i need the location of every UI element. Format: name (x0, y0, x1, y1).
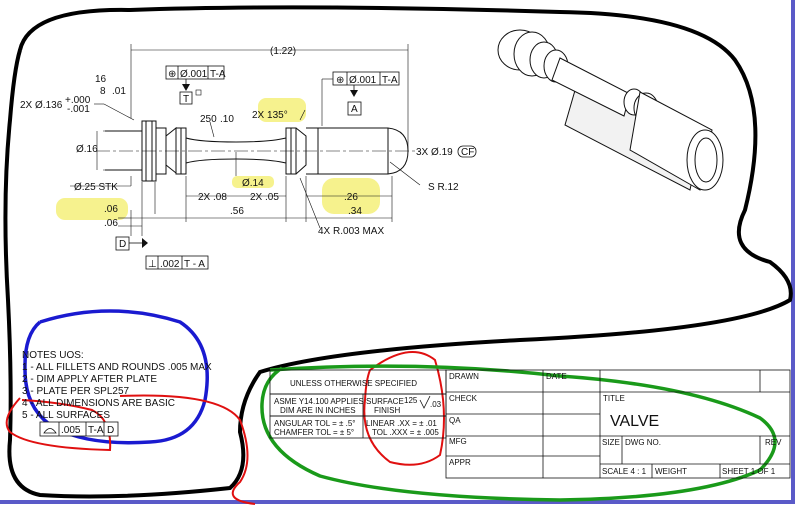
tb-mfg: MFG (449, 437, 467, 446)
fcf-tr-tol: Ø.001 (349, 75, 377, 86)
tb-qa: QA (449, 416, 461, 425)
cf-badge: CF (461, 147, 474, 158)
tb-asme: ASME Y14.100 APPLIES (274, 397, 364, 406)
radius-note: 4X R.003 MAX (318, 226, 384, 237)
red-markup-notes (5, 394, 256, 505)
profile-datum2: D (107, 425, 114, 436)
tb-angular: ANGULAR TOL = ± .5° (274, 419, 355, 428)
tb-finish: FINISH (374, 406, 400, 415)
len-08: 2X .08 (198, 192, 227, 203)
fcf-top-left: ⊕ Ø.001 T-A T (165, 65, 226, 105)
datum-d: D (119, 239, 126, 250)
note-2: 2 - DIM APPLY AFTER PLATE (22, 374, 157, 385)
black-markup-outline (3, 5, 793, 499)
tb-surface: SURFACE (366, 397, 404, 406)
fcf-tr-symbol: ⊕ (336, 75, 344, 86)
tb-check: CHECK (449, 394, 478, 403)
tb-date: DATE (546, 372, 567, 381)
len-05: 2X .05 (250, 192, 279, 203)
tol-plus: +.000 (65, 95, 91, 106)
tb-weight: WEIGHT (655, 467, 687, 476)
tol-minus: -.001 (67, 104, 90, 115)
sr-12: S R.12 (428, 182, 459, 193)
tb-tol-xxx: TOL .XXX = ± .005 (372, 428, 439, 437)
datum-d-frame: D (115, 236, 148, 251)
dia-136: 2X Ø.136 (20, 100, 63, 111)
fcf-tl-tol: Ø.001 (180, 69, 208, 80)
tb-title-label: TITLE (603, 394, 625, 403)
highlight-06 (56, 198, 128, 220)
cf-badge-frame (457, 145, 477, 158)
note-1: 1 - ALL FILLETS AND ROUNDS .005 MAX (22, 362, 212, 373)
overall-length: (1.22) (270, 46, 296, 57)
perp-symbol: ⊥ (148, 259, 157, 270)
dia-25-stk: Ø.25 STK (74, 182, 118, 193)
title-block (269, 369, 791, 479)
tb-finish-val: 125 (404, 396, 418, 405)
dia-16: Ø.16 (76, 144, 98, 155)
profile-tol: .005 (61, 425, 81, 436)
tb-appr: APPR (449, 458, 471, 467)
datum-t: T (183, 94, 189, 105)
tb-chamfer: CHAMFER TOL = ± 5° (274, 428, 354, 437)
tb-rev: REV (765, 438, 782, 447)
fcf-perpendicularity: ⊥ .002 T - A (145, 255, 209, 270)
tb-inches: DIM ARE IN INCHES (280, 406, 356, 415)
surface-8: 8 (100, 86, 106, 97)
red-markup-finish (363, 351, 445, 466)
surface-01: .01 (112, 86, 126, 97)
len-06b: .06 (104, 218, 118, 229)
len-56: .56 (230, 206, 244, 217)
tb-drawn: DRAWN (449, 372, 479, 381)
dimension-lines (70, 44, 421, 236)
note-5: 5 - ALL SURFACES (22, 410, 110, 421)
tb-linear: LINEAR .XX = ± .01 (366, 419, 437, 428)
tb-sheet: SHEET 1 OF 1 (722, 467, 776, 476)
tb-unless: UNLESS OTHERWISE SPECIFIED (290, 379, 417, 388)
perp-datum: T - A (184, 259, 205, 270)
tb-title-value: VALVE (610, 413, 659, 430)
notes-title: NOTES UOS: (22, 350, 84, 361)
finish-10: .10 (220, 114, 234, 125)
tb-scale: SCALE 4 : 1 (602, 467, 647, 476)
dia-19: 3X Ø.19 (416, 147, 453, 158)
profile-datum: T-A (88, 425, 104, 436)
fcf-tl-symbol: ⊕ (168, 69, 176, 80)
isometric-view (497, 29, 724, 191)
fcf-tr-datum: T-A (382, 75, 398, 86)
dia-14: Ø.14 (242, 178, 264, 189)
fcf-tl-datum: T-A (210, 69, 226, 80)
surface-16: 16 (95, 74, 107, 85)
notes-block: NOTES UOS: 1 - ALL FILLETS AND ROUNDS .0… (22, 350, 212, 437)
finish-250: 250 (200, 114, 217, 125)
green-markup-titleblock (260, 364, 777, 502)
fcf-top-right: ⊕ Ø.001 T-A A (321, 71, 400, 126)
note-4: 4 - ALL DIMENSIONS ARE BASIC (22, 398, 175, 409)
tb-dwg-no: DWG NO. (625, 438, 661, 447)
len-26: .26 (344, 192, 358, 203)
profile-icon (43, 428, 57, 434)
blue-markup-circle (23, 309, 209, 445)
datum-a: A (351, 104, 358, 115)
highlight-14 (232, 176, 274, 188)
tb-size: SIZE (602, 438, 620, 447)
highlight-135 (258, 98, 306, 122)
len-06a: .06 (104, 204, 118, 215)
perp-tol: .002 (160, 259, 180, 270)
note-3: 3 - PLATE PER SPL257 (22, 386, 130, 397)
angle-135: 2X 135° (252, 110, 288, 121)
tb-finish-03: .03 (430, 400, 442, 409)
len-34: .34 (348, 206, 362, 217)
